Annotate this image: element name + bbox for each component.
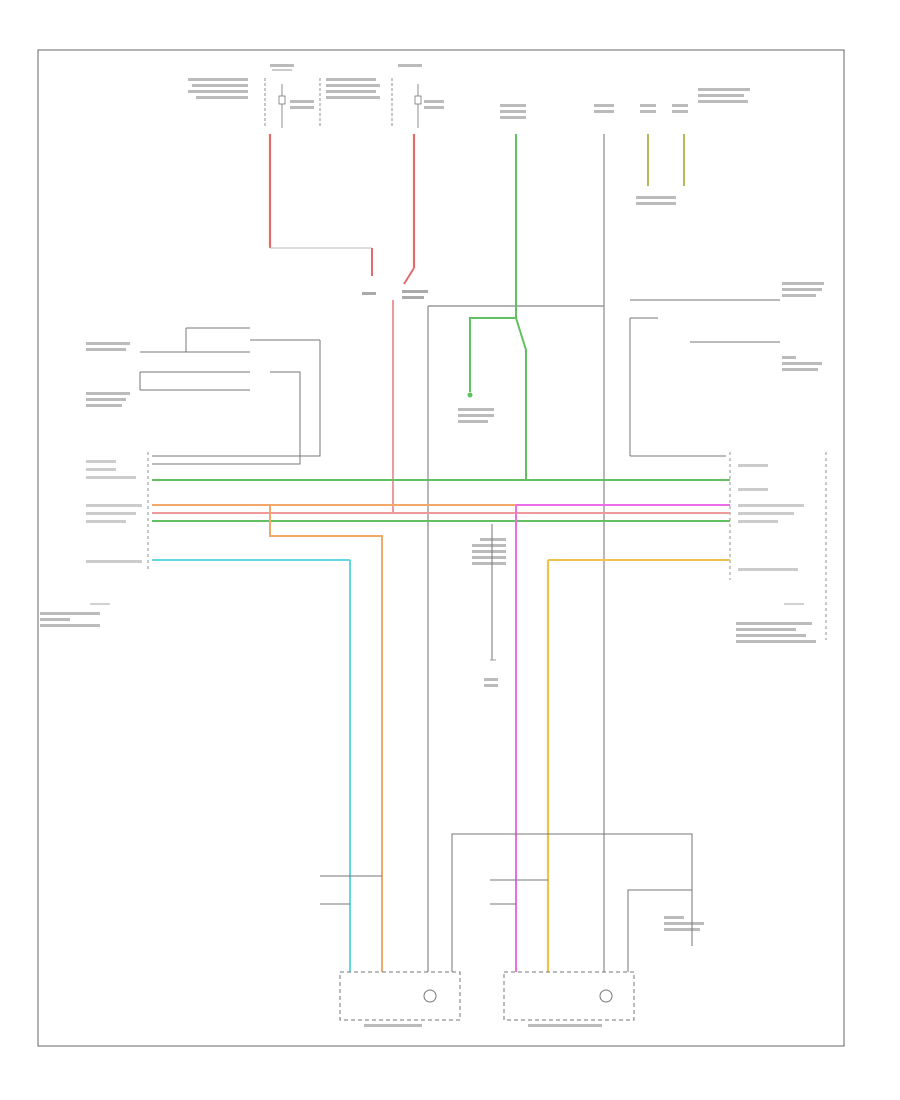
wire-red-right (403, 134, 416, 285)
connector-ground-symbols (90, 603, 804, 661)
relay-left (139, 327, 321, 465)
fuse-block-right (391, 78, 422, 128)
top-labels (86, 64, 824, 931)
right-module-connector (729, 452, 827, 640)
right-switch-box (503, 971, 635, 1021)
left-switch-box (339, 971, 461, 1021)
wire-olive (647, 134, 685, 186)
bus-wires (152, 479, 730, 561)
component-label-bars (40, 612, 816, 1027)
wire-red-left (268, 134, 373, 276)
fuse-block-left (264, 69, 321, 128)
diagram-border (37, 49, 845, 1047)
left-switch-contacts (320, 875, 382, 905)
ground-point-green (467, 392, 473, 398)
switch-bus-right (451, 833, 693, 972)
right-switch-contacts (490, 879, 548, 905)
relay-right (629, 299, 780, 457)
left-switch-lamp (423, 989, 437, 1003)
splice-labels (362, 290, 428, 299)
module-pin-labels (86, 460, 804, 571)
wire-orange (269, 505, 383, 972)
right-switch-lamp (599, 989, 613, 1003)
wire-green (469, 134, 726, 481)
